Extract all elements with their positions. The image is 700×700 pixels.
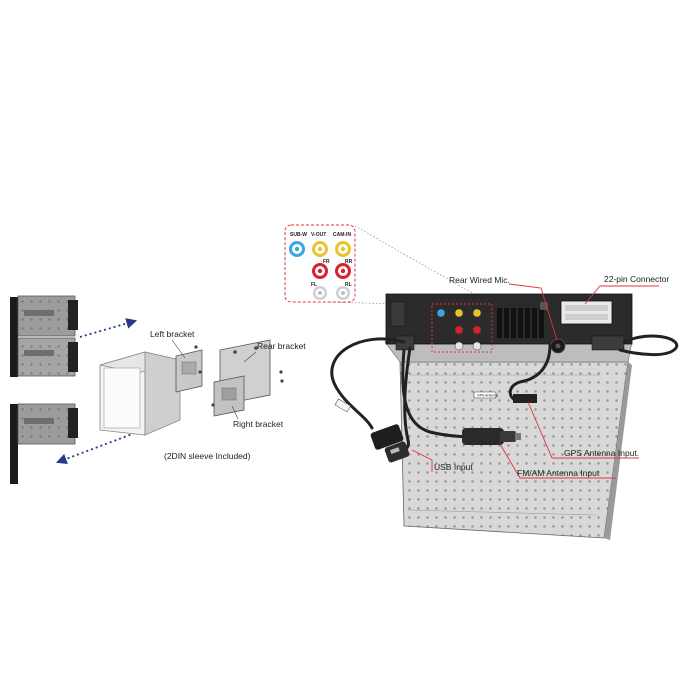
gps-antenna-connector: GPS Antenna	[473, 391, 537, 403]
jack-cam-in	[335, 241, 351, 257]
jack-v-out	[312, 241, 328, 257]
rr-label: RR	[345, 259, 353, 265]
cam-in-label: CAM-IN	[333, 232, 351, 238]
gps-cable-tag: GPS Antenna	[477, 394, 498, 398]
install-arrow-top	[79, 318, 138, 338]
gps-cable	[508, 343, 552, 402]
rl-label: RL	[345, 282, 352, 288]
din-sleeve	[99, 351, 182, 436]
callout-lines	[411, 283, 659, 479]
fm-am-connector	[462, 428, 521, 445]
pin-connector-label: 22-pin Connector	[604, 274, 669, 284]
v-out-label: V-OUT	[311, 232, 326, 238]
usb-connector	[370, 424, 410, 463]
rear-rca-jacks	[431, 303, 493, 353]
left-bracket-part	[175, 345, 203, 393]
sleeve-note: (2DIN sleeve Included)	[164, 451, 251, 461]
left-bracket-label: Left bracket	[150, 329, 195, 339]
jack-rr	[335, 263, 351, 279]
fr-label: FR	[323, 259, 330, 265]
sub-w-label: SUB-W	[290, 232, 307, 238]
fm-am-antenna-label: FM/AM Antenna Input	[517, 468, 600, 478]
stereo-unit-top	[10, 295, 78, 377]
stereo-unit-bottom	[10, 403, 78, 484]
pin-connector-port	[560, 300, 613, 325]
right-bracket-part	[211, 375, 245, 417]
rear-mic-label: Rear Wired Mic.	[449, 275, 510, 285]
head-unit-chassis	[384, 341, 633, 540]
head-unit-rear-panel	[385, 293, 633, 354]
rca-zoom-panel: SUB-W V-OUT CAM-IN FR RR FL RL	[284, 224, 356, 303]
install-arrow-bottom	[55, 432, 136, 465]
jack-rl	[336, 286, 350, 300]
fl-label: FL	[311, 282, 317, 288]
rear-bracket-label: Rear bracket	[257, 341, 306, 351]
right-panel: SUB-W V-OUT CAM-IN FR RR FL RL	[284, 224, 679, 540]
gps-antenna-label: GPS Antenna Input.	[564, 448, 639, 458]
jack-sub-w	[289, 241, 305, 257]
jack-fr	[312, 263, 328, 279]
jack-fl	[313, 286, 327, 300]
right-bracket-label: Right bracket	[233, 419, 284, 429]
usb-input-label: USB Input	[434, 462, 473, 472]
pin-cable	[618, 334, 679, 357]
left-loop-cable	[330, 337, 406, 430]
left-panel: Left bracket Rear bracket Right bracket …	[10, 295, 306, 484]
